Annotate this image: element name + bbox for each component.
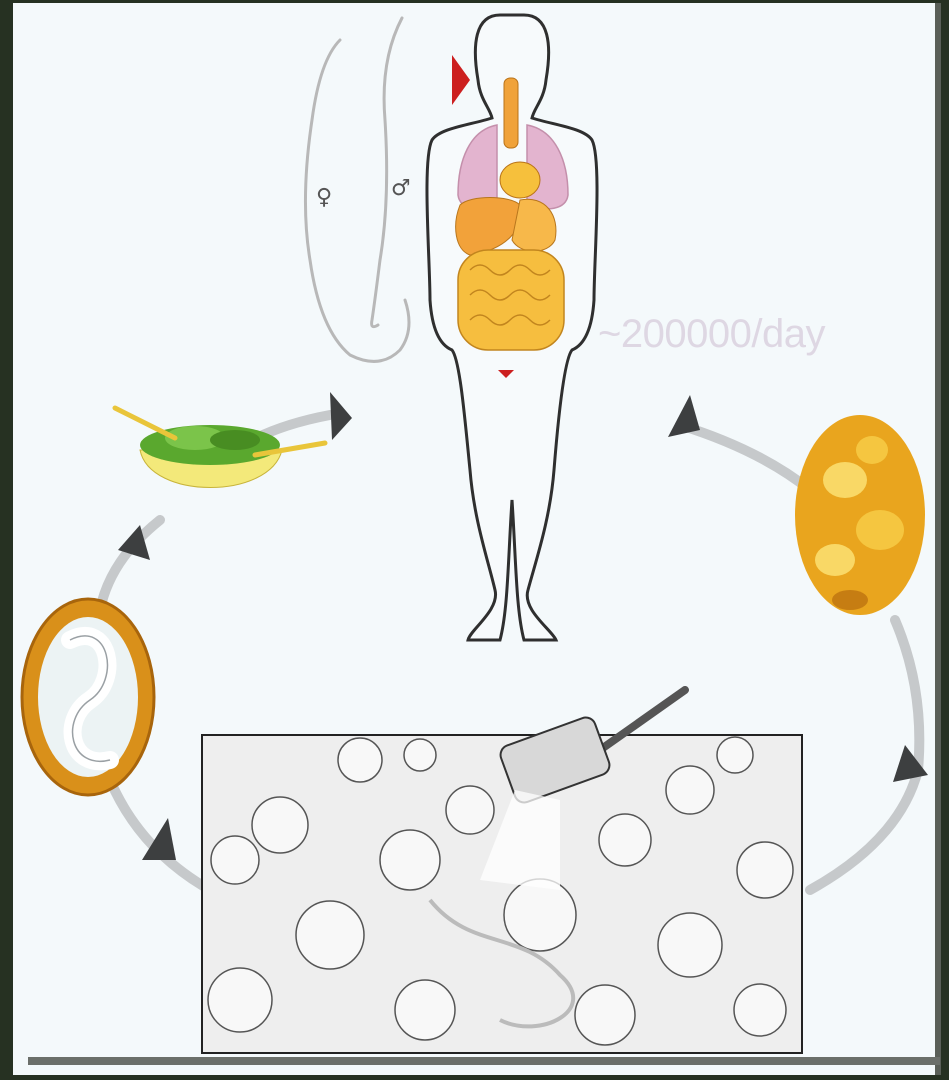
female-symbol: ♀ — [316, 185, 332, 210]
intestines — [458, 250, 564, 350]
panel-shadow-right — [935, 3, 941, 1075]
male-symbol: ♂ — [391, 176, 411, 201]
egg-cluster-icon — [795, 415, 925, 615]
trachea — [504, 78, 518, 148]
lettuce-field-icon — [202, 735, 802, 1053]
heart — [500, 162, 540, 198]
daily-egg-output-label: ~200000/day — [598, 312, 825, 357]
panel-shadow-bottom — [28, 1057, 940, 1065]
embryonated-egg-icon — [22, 599, 154, 795]
